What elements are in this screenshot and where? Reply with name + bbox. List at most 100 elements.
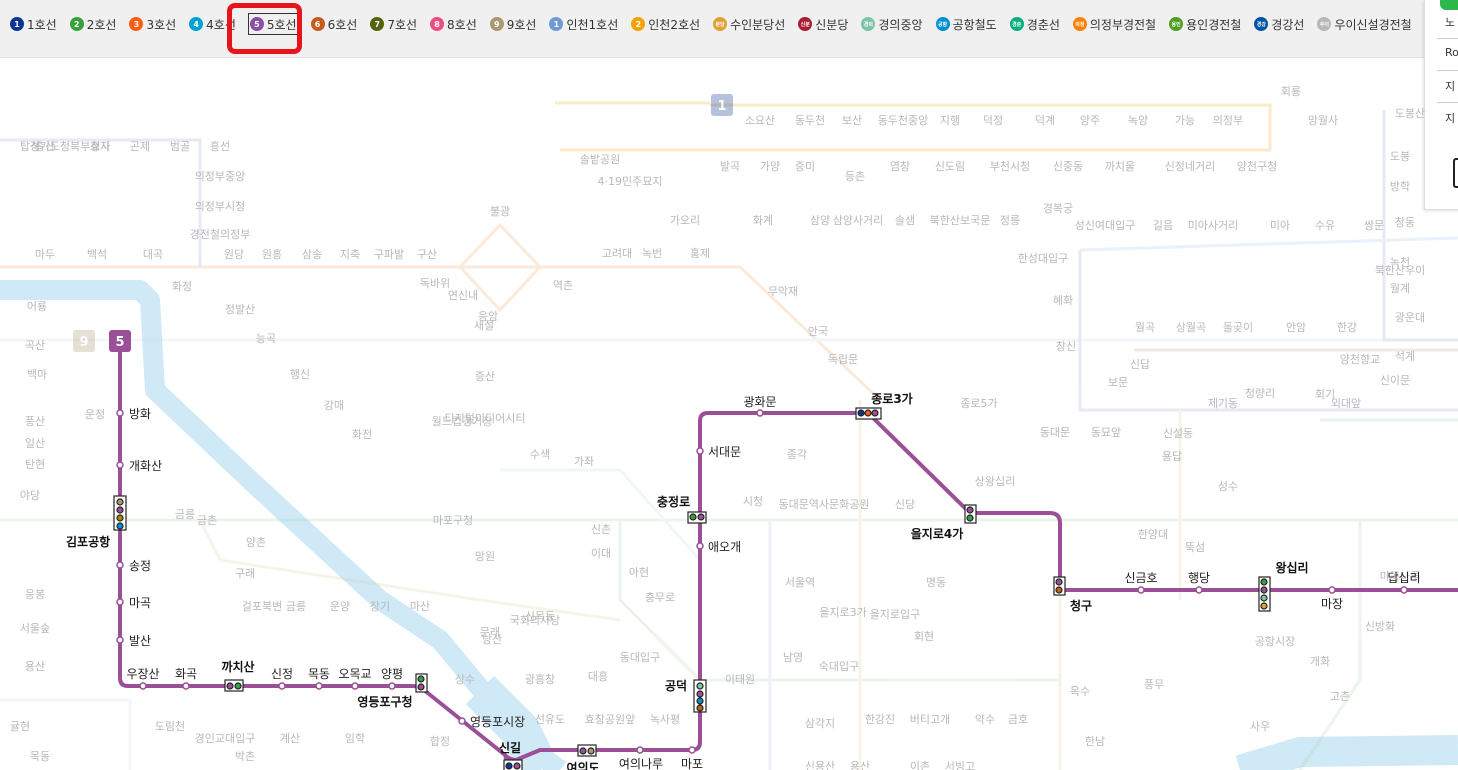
line-9-map-badge[interactable]: 9	[73, 330, 95, 352]
background-station-label: 용답	[1162, 450, 1182, 463]
background-station-label: 도봉	[1390, 150, 1410, 163]
background-station-label: 정릉	[1000, 214, 1020, 227]
background-station-label: 신방화	[1365, 620, 1395, 633]
background-station-label: 양주	[1080, 114, 1100, 127]
background-station-label: 사우	[1250, 720, 1270, 733]
background-station-label: 상왕십리	[975, 475, 1015, 488]
background-station-label: 백마	[27, 368, 47, 381]
background-station-label: 금촌	[197, 514, 217, 527]
background-station-label: 경복궁	[1043, 202, 1073, 215]
background-station-label: 공항시장	[1255, 635, 1295, 648]
background-station-label: 동두천	[795, 113, 825, 127]
background-station-label: 숙대입구	[819, 660, 859, 673]
line-label: 신분당	[815, 17, 849, 32]
background-station-label: 지행	[940, 114, 960, 127]
station-sinjeong: 신정	[271, 667, 293, 681]
background-station-label: 계산	[280, 732, 300, 745]
station-chungjeongno: 충정로	[657, 494, 690, 509]
line-5-map-badge[interactable]: 5	[109, 330, 131, 352]
background-station-label: 신설동	[1163, 427, 1193, 440]
background-station-label: 어룡	[27, 300, 47, 313]
background-station-label: 도봉산	[1395, 107, 1425, 120]
background-station-label: 증산	[475, 370, 495, 383]
line-badge-icon: 5	[249, 17, 264, 31]
background-station-label: 종각	[787, 448, 807, 461]
background-station-label: 구래	[235, 567, 255, 580]
background-station-label: 원당	[224, 248, 244, 261]
background-station-label: 곡산	[25, 339, 45, 352]
station-gimpo-airport: 김포공항	[66, 534, 110, 549]
background-station-label: 상수	[455, 673, 475, 686]
background-station-label: 신목동	[525, 610, 555, 623]
background-station-label: 광운대	[1395, 311, 1425, 324]
background-station-label: 송산	[35, 140, 55, 153]
line-label: 9호선	[506, 17, 537, 32]
panel-top-button[interactable]	[1440, 0, 1458, 10]
side-panel-row-3[interactable]: 지	[1445, 80, 1456, 93]
background-station-label: 양천향교	[1340, 352, 1380, 366]
background-station-label: 동대문	[1040, 426, 1070, 439]
background-station-label: 쌍문	[1364, 219, 1384, 232]
background-station-label: 흥선	[210, 139, 230, 153]
background-station-label: 선유도	[535, 713, 565, 726]
station-kkachisan: 까치산	[221, 659, 254, 674]
line-label: 8호선	[447, 17, 477, 32]
station-balsan: 발산	[129, 634, 151, 648]
background-station-label: 임학	[345, 732, 365, 745]
line-1-map-badge[interactable]: 1	[711, 94, 733, 116]
transfer-marker-wangsimni	[1258, 576, 1271, 612]
station-seodaemun: 서대문	[708, 445, 741, 459]
line-label: 경의중앙	[878, 17, 923, 32]
line-badge-icon: 2	[69, 17, 84, 31]
background-station-label: 서울역	[785, 576, 815, 589]
line-badge-icon: 1	[549, 17, 564, 31]
simple-stations[interactable]	[116, 409, 1408, 754]
station-yeouido: 여의도	[566, 760, 599, 770]
background-station-label: 화정	[172, 280, 192, 293]
svg-text:5: 5	[115, 335, 124, 350]
background-station-label: 명동	[926, 576, 946, 589]
transfer-markers[interactable]	[113, 407, 1271, 770]
phone-icon[interactable]	[1453, 158, 1458, 188]
side-panel-row-2[interactable]: Ro	[1445, 46, 1458, 59]
background-station-label: 안국	[808, 325, 828, 338]
background-station-label: 용산	[25, 660, 45, 673]
background-station-label: 솔밭공원	[580, 153, 620, 166]
background-station-label: 지축	[340, 248, 360, 261]
background-station-label: 미아	[1270, 219, 1290, 232]
station-haengdang: 행당	[1188, 570, 1210, 585]
background-station-label: 연신내	[448, 289, 478, 302]
background-station-label: 신촌	[591, 523, 611, 536]
side-panel-row-1[interactable]: 노	[1445, 16, 1456, 29]
line-badge-icon: 우이	[1317, 17, 1332, 31]
background-station-label: 혜화	[1053, 294, 1073, 307]
background-station-label: 대흥	[588, 669, 608, 683]
side-panel-divider	[1437, 102, 1458, 103]
background-station-label: 가좌	[574, 455, 594, 468]
background-station-label: 탄현	[25, 458, 45, 471]
line-badge-icon: 의정	[1072, 17, 1087, 31]
background-station-label: 염창	[890, 160, 910, 173]
side-panel-row-4[interactable]: 지	[1445, 112, 1456, 125]
